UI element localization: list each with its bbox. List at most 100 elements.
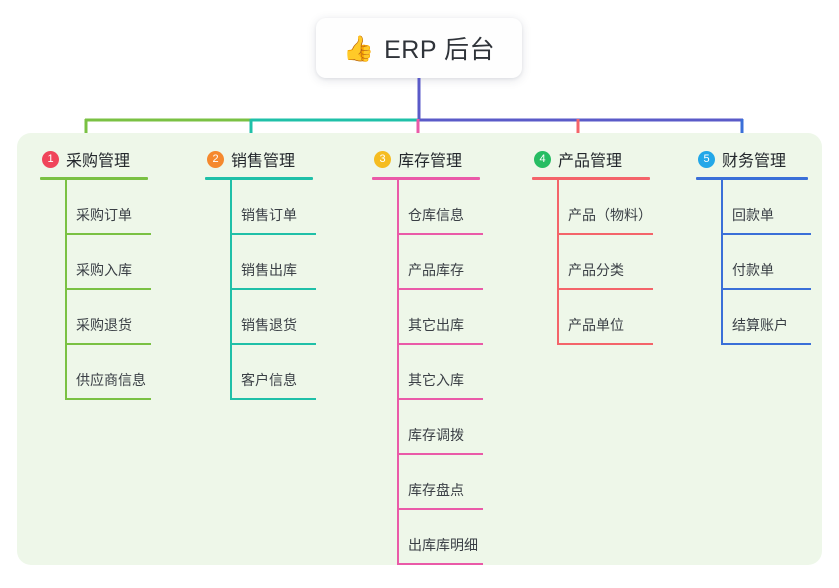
column-title-4: 产品管理 <box>558 153 623 170</box>
column-title-1: 采购管理 <box>66 153 131 170</box>
column-header-3[interactable]: 3 库存管理 <box>372 147 484 171</box>
list-item-rule <box>557 233 653 235</box>
column-badge-5: 5 <box>698 150 715 168</box>
column-3: 3 库存管理仓库信息产品库存其它出库其它入库库存调拨库存盘点出库库明细 <box>372 147 484 565</box>
column-header-2[interactable]: 2 销售管理 <box>205 147 317 171</box>
list-item-rule <box>397 343 483 345</box>
list-item[interactable]: 采购订单 <box>65 180 152 235</box>
list-item[interactable]: 产品库存 <box>397 235 484 290</box>
list-item[interactable]: 其它出库 <box>397 290 484 345</box>
column-5: 5 财务管理回款单付款单结算账户 <box>696 147 811 345</box>
list-item[interactable]: 其它入库 <box>397 345 484 400</box>
list-item-label: 产品（物料） <box>568 207 652 223</box>
column-4: 4 产品管理产品（物料） 产品分类产品单位 <box>532 147 658 345</box>
column-items-5: 回款单付款单结算账户 <box>696 180 811 345</box>
list-item[interactable]: 结算账户 <box>721 290 811 345</box>
list-item-label: 供应商信息 <box>76 372 146 388</box>
column-items-1: 采购订单采购入库采购退货供应商信息 <box>40 180 152 400</box>
list-item[interactable]: 出库库明细 <box>397 510 484 565</box>
list-item[interactable]: 库存调拨 <box>397 400 484 455</box>
list-item[interactable]: 回款单 <box>721 180 811 235</box>
list-item-label: 销售订单 <box>241 207 297 223</box>
list-item-label: 其它出库 <box>408 317 464 333</box>
column-spine-1 <box>65 180 67 400</box>
list-item[interactable]: 客户信息 <box>230 345 317 400</box>
list-item[interactable]: 产品单位 <box>557 290 658 345</box>
list-item-label: 仓库信息 <box>408 207 464 223</box>
list-item-label: 库存盘点 <box>408 482 464 498</box>
column-header-1[interactable]: 1 采购管理 <box>40 147 152 171</box>
list-item-rule <box>65 288 151 290</box>
list-item-label: 其它入库 <box>408 372 464 388</box>
column-spine-4 <box>557 180 559 345</box>
list-item-rule <box>65 398 151 400</box>
list-item-rule <box>230 343 316 345</box>
list-item-rule <box>397 563 483 565</box>
list-item-rule <box>230 233 316 235</box>
column-spine-3 <box>397 180 399 565</box>
list-item[interactable]: 销售出库 <box>230 235 317 290</box>
list-item-rule <box>557 343 653 345</box>
list-item[interactable]: 采购入库 <box>65 235 152 290</box>
list-item-label: 回款单 <box>732 207 774 223</box>
list-item[interactable]: 库存盘点 <box>397 455 484 510</box>
list-item-label: 产品库存 <box>408 262 464 278</box>
column-items-2: 销售订单销售出库销售退货客户信息 <box>205 180 317 400</box>
list-item-label: 结算账户 <box>732 317 788 333</box>
column-badge-3: 3 <box>374 150 391 168</box>
list-item-rule <box>721 343 811 345</box>
list-item[interactable]: 销售订单 <box>230 180 317 235</box>
list-item[interactable]: 供应商信息 <box>65 345 152 400</box>
list-item-label: 采购订单 <box>76 207 132 223</box>
column-header-rule-4 <box>532 177 650 180</box>
column-badge-4: 4 <box>534 150 551 168</box>
column-badge-2: 2 <box>207 150 224 168</box>
list-item-rule <box>557 288 653 290</box>
column-header-rule-2 <box>205 177 313 180</box>
column-items-4: 产品（物料） 产品分类产品单位 <box>532 180 658 345</box>
column-title-5: 财务管理 <box>722 153 787 170</box>
list-item-label: 销售退货 <box>241 317 297 333</box>
list-item-rule <box>230 398 316 400</box>
list-item-rule <box>721 233 811 235</box>
list-item-rule <box>397 508 483 510</box>
column-spine-5 <box>721 180 723 345</box>
list-item-label: 产品单位 <box>568 317 624 333</box>
list-item-label: 库存调拨 <box>408 427 464 443</box>
list-item-rule <box>65 343 151 345</box>
list-item-label: 采购入库 <box>76 262 132 278</box>
column-2: 2 销售管理销售订单销售出库销售退货客户信息 <box>205 147 317 400</box>
column-header-5[interactable]: 5 财务管理 <box>696 147 808 171</box>
list-item[interactable]: 采购退货 <box>65 290 152 345</box>
list-item-label: 出库库明细 <box>408 537 478 553</box>
column-spine-2 <box>230 180 232 400</box>
list-item-rule <box>230 288 316 290</box>
list-item-rule <box>397 288 483 290</box>
column-title-2: 销售管理 <box>231 153 296 170</box>
column-header-rule-1 <box>40 177 148 180</box>
column-items-3: 仓库信息产品库存其它出库其它入库库存调拨库存盘点出库库明细 <box>372 180 484 565</box>
list-item[interactable]: 仓库信息 <box>397 180 484 235</box>
list-item[interactable]: 产品分类 <box>557 235 658 290</box>
list-item-rule <box>397 453 483 455</box>
column-header-rule-5 <box>696 177 808 180</box>
list-item-label: 付款单 <box>732 262 774 278</box>
content-panel <box>17 133 822 565</box>
list-item[interactable]: 销售退货 <box>230 290 317 345</box>
column-title-3: 库存管理 <box>398 153 463 170</box>
list-item[interactable]: 付款单 <box>721 235 811 290</box>
list-item-rule <box>397 233 483 235</box>
column-badge-1: 1 <box>42 150 59 168</box>
root-node-title: ERP 后台 <box>384 36 496 64</box>
column-header-4[interactable]: 4 产品管理 <box>532 147 658 171</box>
root-node-card[interactable]: 👍 ERP 后台 <box>316 18 522 78</box>
list-item-rule <box>721 288 811 290</box>
list-item-label: 销售出库 <box>241 262 297 278</box>
list-item[interactable]: 产品（物料） <box>557 180 658 235</box>
thumbs-up-icon: 👍 <box>342 33 375 63</box>
list-item-label: 客户信息 <box>241 372 297 388</box>
list-item-label: 采购退货 <box>76 317 132 333</box>
list-item-label: 产品分类 <box>568 262 624 278</box>
list-item-rule <box>65 233 151 235</box>
column-1: 1 采购管理采购订单采购入库采购退货供应商信息 <box>40 147 152 400</box>
